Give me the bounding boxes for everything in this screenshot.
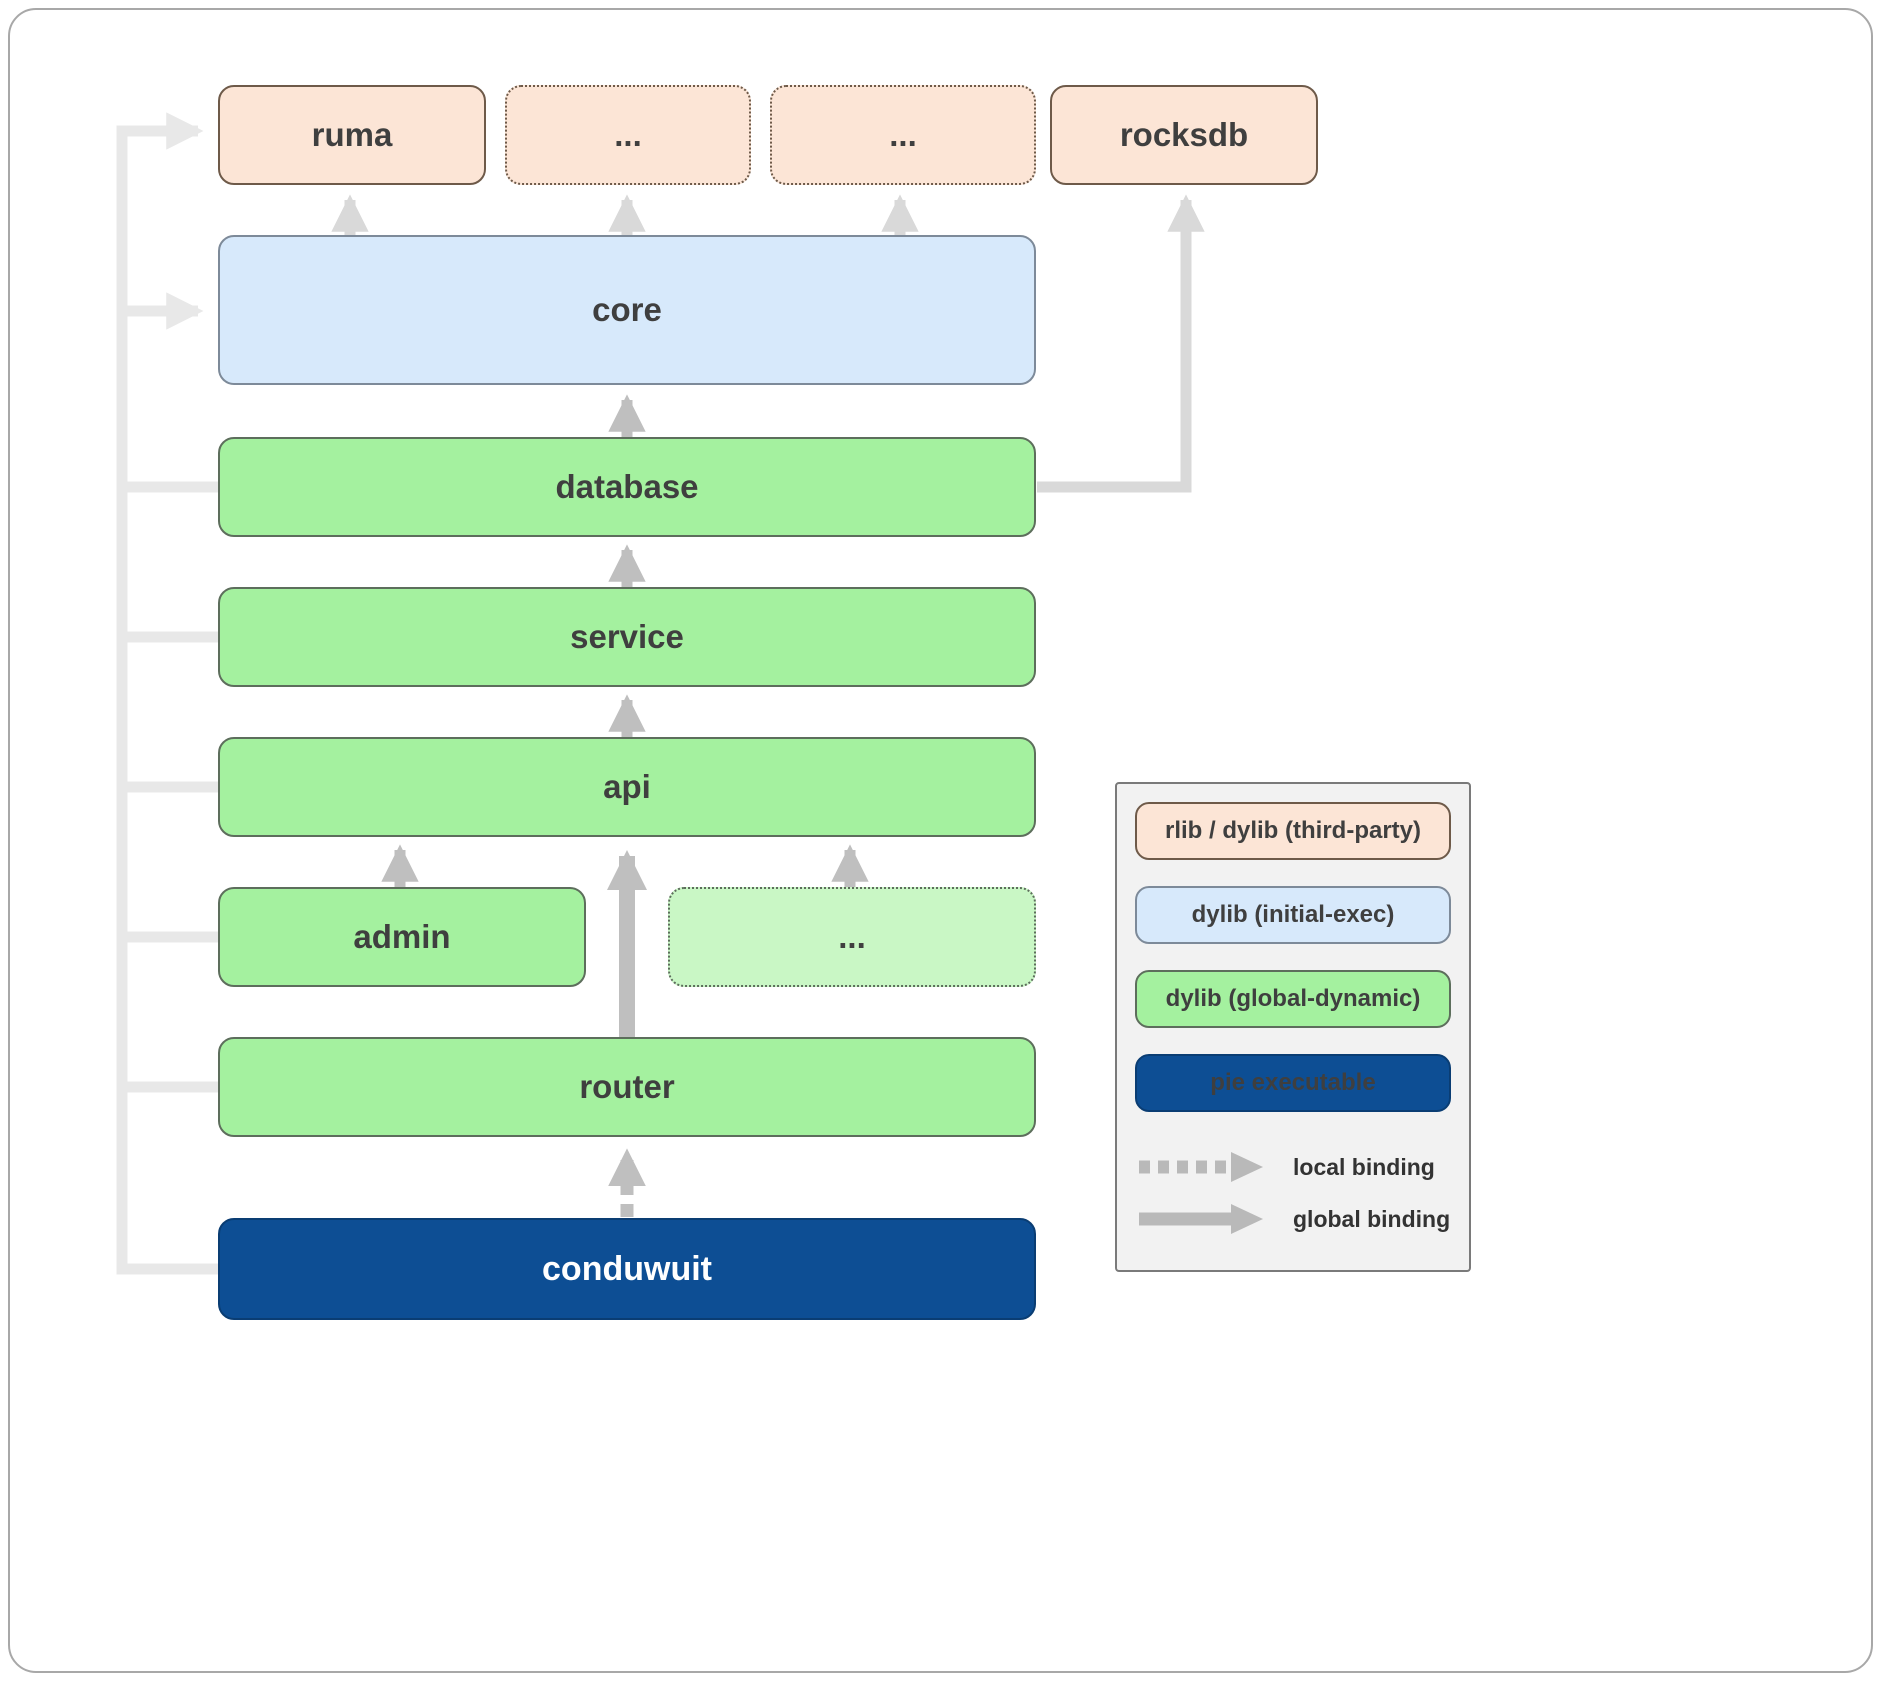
legend-global-dynamic-swatch: dylib (global-dynamic) [1135, 970, 1451, 1028]
arrow-conduwuit-left-trunk [116, 112, 218, 1275]
node-core-label: core [592, 291, 662, 328]
node-router: router [218, 1037, 1036, 1137]
local-binding-arrow-icon [1139, 1152, 1263, 1182]
legend-third-party-label: rlib / dylib (third-party) [1165, 817, 1421, 844]
legend-global-dynamic-label: dylib (global-dynamic) [1165, 985, 1421, 1012]
node-conduwuit-label: conduwuit [542, 1249, 712, 1288]
node-rocksdb-label: rocksdb [1119, 116, 1249, 153]
node-ruma-label: ruma [311, 116, 393, 153]
global-binding-arrow-icon [1139, 1204, 1263, 1234]
node-conduwuit: conduwuit [218, 1218, 1036, 1320]
legend-initial-exec-label: dylib (initial-exec) [1191, 901, 1395, 928]
node-admin: admin [218, 887, 586, 987]
node-rocksdb: rocksdb [1050, 85, 1318, 185]
node-third-party-dots-1: ... [505, 85, 751, 185]
node-dylib-dots: ... [668, 887, 1036, 987]
node-third-party-dots-1-label: ... [614, 116, 642, 153]
node-dylib-dots-label: ... [838, 918, 866, 955]
legend-global-binding-row: global binding [1135, 1198, 1455, 1240]
node-database-label: database [555, 468, 699, 505]
node-api: api [218, 737, 1036, 837]
node-core: core [218, 235, 1036, 385]
node-router-label: router [579, 1068, 675, 1105]
legend-pie-executable-label: pie executable [1210, 1069, 1376, 1096]
legend-local-binding-label: local binding [1293, 1153, 1435, 1180]
node-api-label: api [603, 768, 651, 805]
legend-third-party-swatch: rlib / dylib (third-party) [1135, 802, 1451, 860]
legend-panel: rlib / dylib (third-party) dylib (initia… [1115, 782, 1471, 1272]
node-third-party-dots-2-label: ... [889, 116, 917, 153]
arrow-database-rocksdb [1037, 194, 1205, 493]
legend-initial-exec-swatch: dylib (initial-exec) [1135, 886, 1451, 944]
node-service-label: service [570, 618, 684, 655]
node-ruma: ruma [218, 85, 486, 185]
legend-local-binding-row: local binding [1135, 1146, 1455, 1188]
node-third-party-dots-2: ... [770, 85, 1036, 185]
node-service: service [218, 587, 1036, 687]
legend-pie-executable-swatch: pie executable [1135, 1054, 1451, 1112]
node-database: database [218, 437, 1036, 537]
legend-global-binding-label: global binding [1293, 1205, 1451, 1232]
node-admin-label: admin [353, 918, 451, 955]
